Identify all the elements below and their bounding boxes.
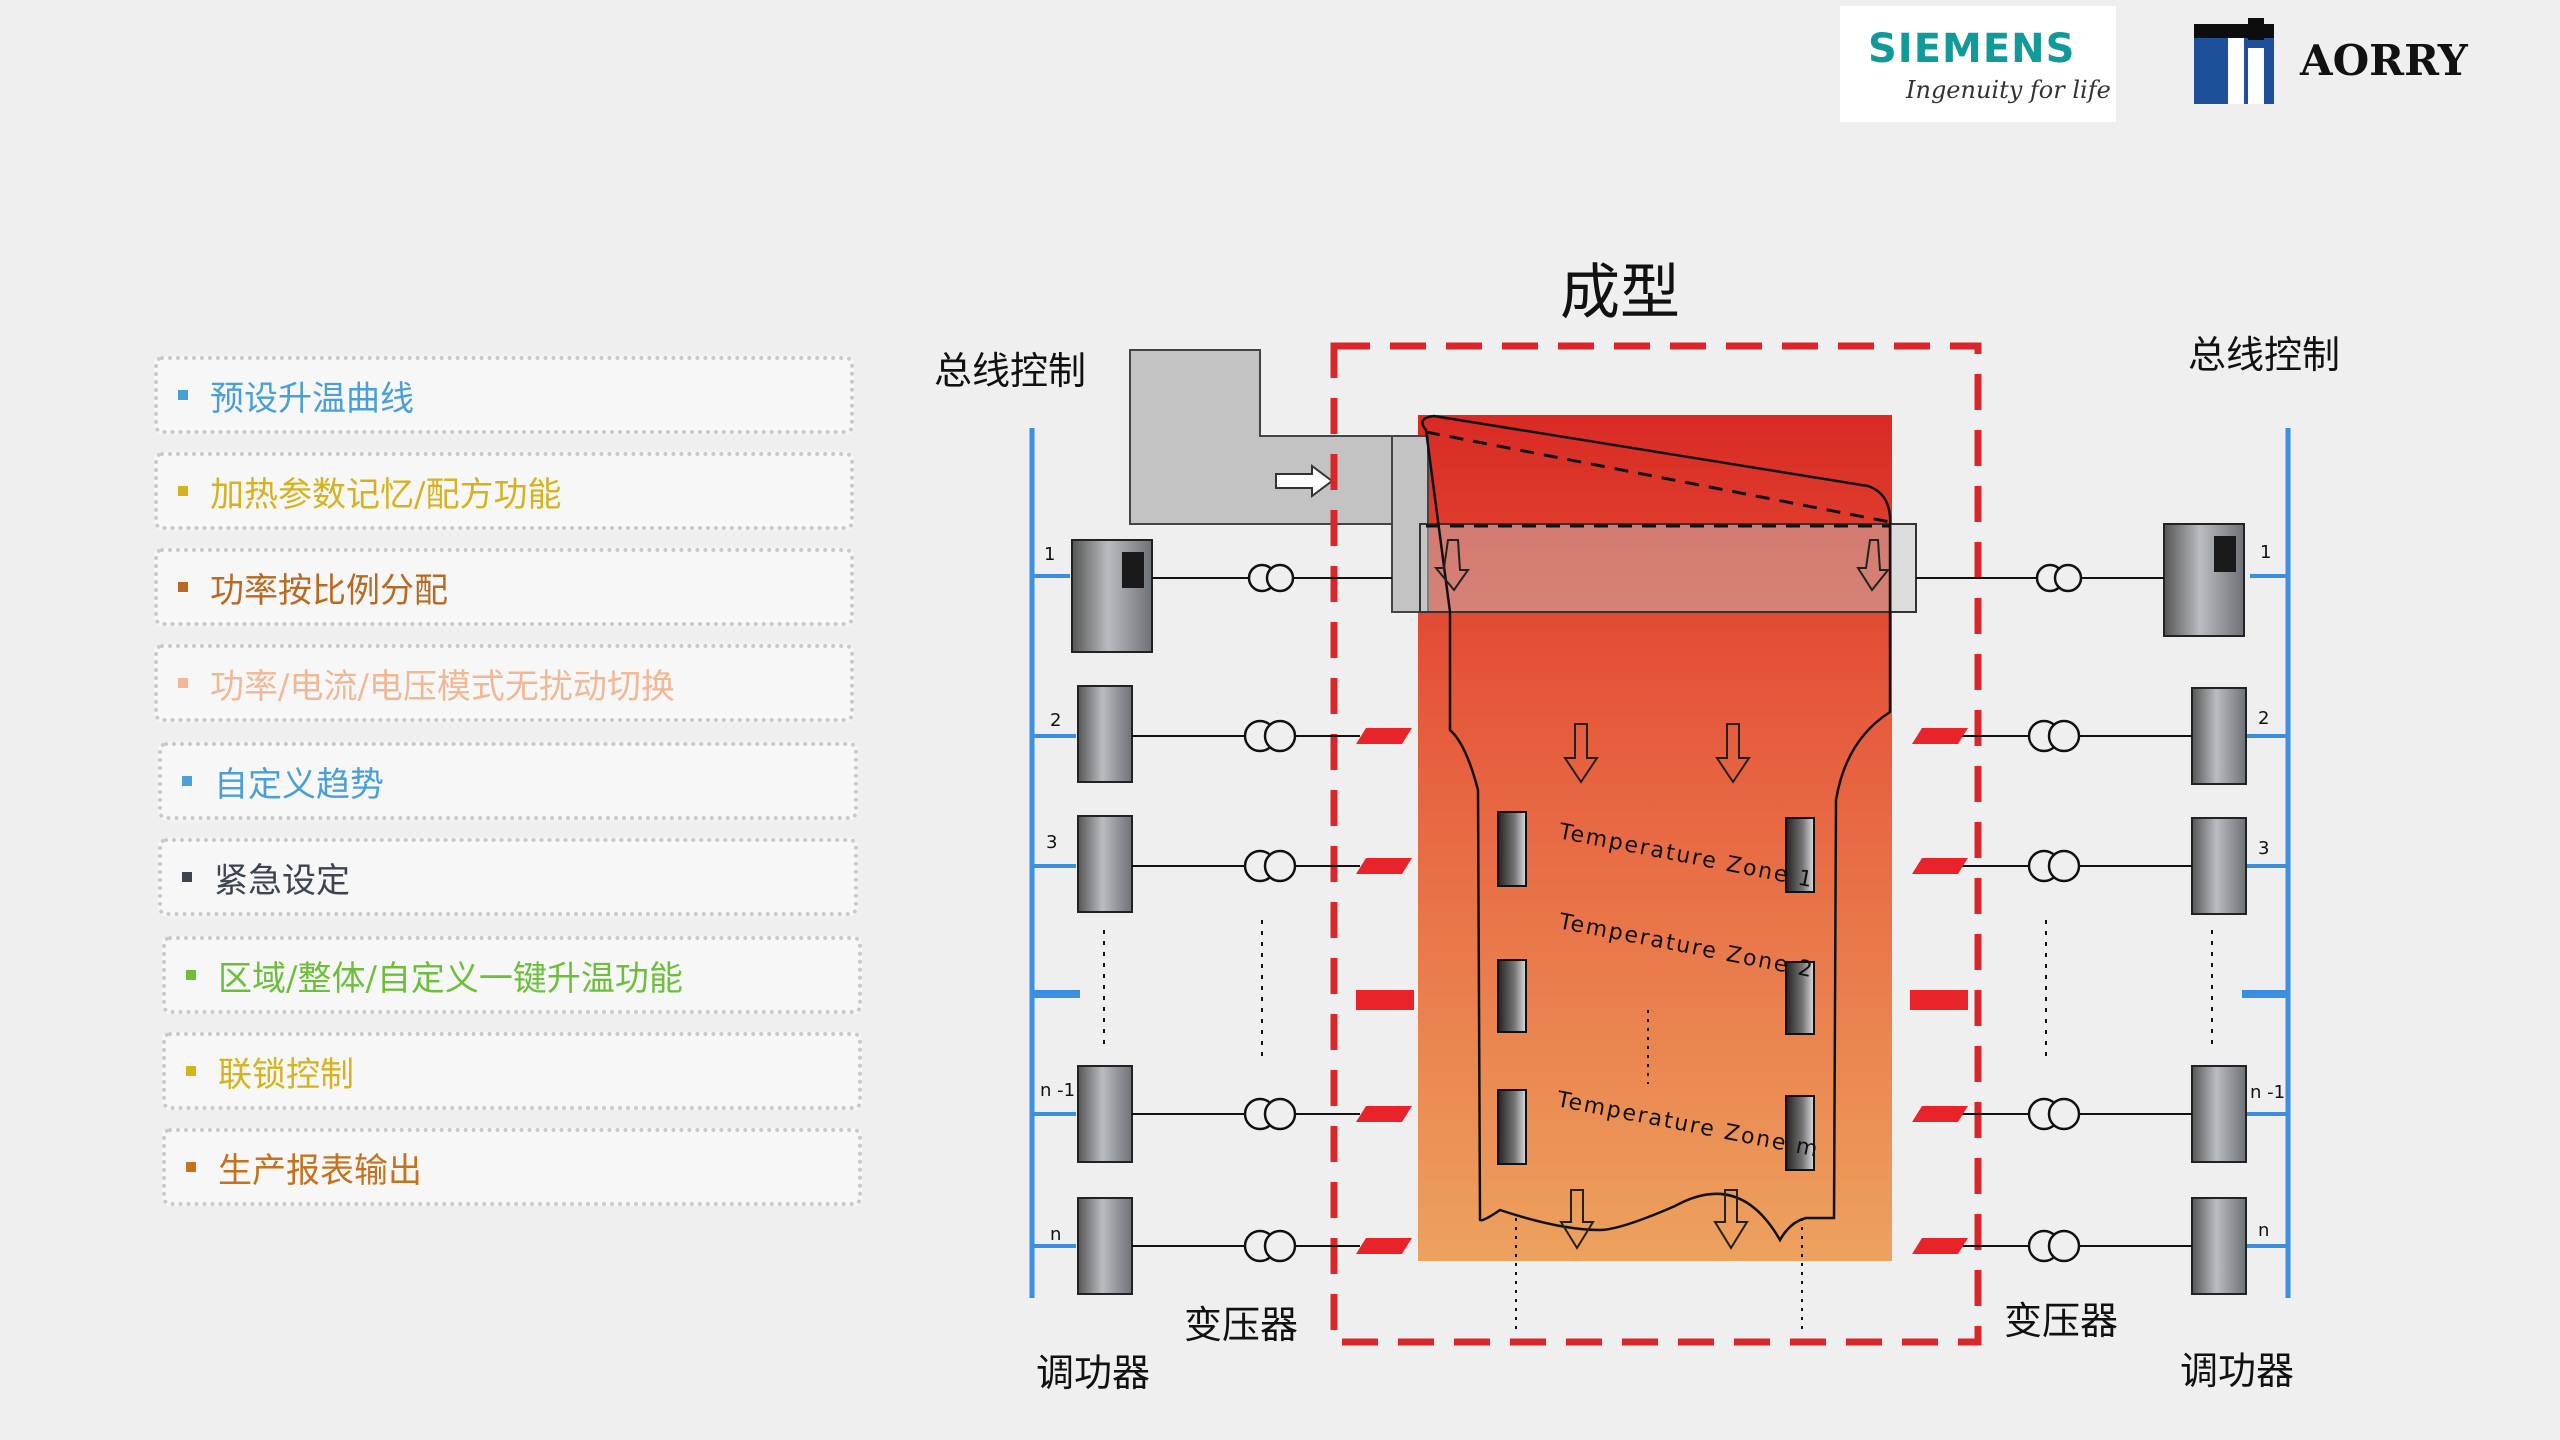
regulator-module (2191, 687, 2247, 785)
dashed-line-top (1425, 430, 1891, 524)
aorry-brand: AORRY (2300, 36, 2468, 85)
bus-control-left-label: 总线控制 (934, 349, 1087, 393)
bullet-icon (178, 678, 188, 688)
feature-item: 加热参数记忆/配方功能 (154, 452, 854, 530)
feature-item: 功率按比例分配 (154, 548, 854, 626)
siemens-logo: SIEMENS Ingenuity for life (1840, 6, 2116, 122)
regulator-module (1077, 815, 1133, 913)
unit-number: 2 (2258, 708, 2269, 729)
bus-control-right-label: 总线控制 (2188, 333, 2341, 377)
feature-item: 区域/整体/自定义一键升温功能 (162, 936, 862, 1014)
bullet-icon (182, 872, 192, 882)
unit-number: 1 (2260, 542, 2271, 563)
unit-number: n (1050, 1224, 1061, 1245)
feature-label: 区域/整体/自定义一键升温功能 (218, 958, 683, 999)
unit-number: 3 (2258, 838, 2269, 859)
feature-item: 生产报表输出 (162, 1128, 862, 1206)
left-channels: 1 2 3 n -1 n (1032, 539, 1414, 1295)
heater-pad (1910, 728, 1968, 1254)
regulator-module (1077, 685, 1133, 783)
heater-element (1785, 817, 1815, 893)
feed-hopper (1129, 349, 1393, 525)
flow-arrow-icon (1715, 723, 1751, 784)
feature-label: 紧急设定 (214, 860, 350, 901)
feature-item: 功率/电流/电压模式无扰动切换 (154, 644, 854, 722)
transformer-icon (1243, 563, 1297, 1263)
feature-label: 功率/电流/电压模式无扰动切换 (210, 666, 675, 707)
feature-item: 联锁控制 (162, 1032, 862, 1110)
transformer-left-label: 变压器 (1184, 1303, 1299, 1347)
heater-element (1497, 811, 1527, 887)
unit-number: n -1 (2250, 1082, 2285, 1103)
glass-ribbon-outline (1421, 414, 1892, 1243)
bullet-icon (178, 390, 188, 400)
right-channels: 1 2 3 n -1 n (1910, 523, 2288, 1295)
aorry-mark-icon (2194, 18, 2274, 104)
feature-label: 预设升温曲线 (210, 378, 414, 419)
bullet-icon (186, 1066, 196, 1076)
flow-arrow-icon (1563, 723, 1599, 784)
diagram-title: 成型 (1560, 258, 1680, 328)
flow-arrow-icon (1433, 539, 1470, 592)
feature-label: 加热参数记忆/配方功能 (210, 474, 562, 515)
flow-arrow-icon (1856, 539, 1891, 592)
heater-pad (1356, 728, 1414, 1254)
heater-element (1785, 1095, 1815, 1171)
heater-element (1785, 961, 1815, 1035)
regulator-left-label: 调功器 (1036, 1351, 1151, 1395)
unit-number: n (2258, 1220, 2269, 1241)
siemens-tagline: Ingenuity for life (1906, 76, 2111, 104)
feature-label: 功率按比例分配 (210, 570, 448, 611)
unit-number: 2 (1050, 710, 1061, 731)
unit-number: 1 (1044, 544, 1055, 565)
feature-item: 紧急设定 (158, 838, 858, 916)
transformer-right-label: 变压器 (2004, 1299, 2119, 1343)
heater-element (1497, 1089, 1527, 1165)
regulator-module (2191, 1065, 2247, 1163)
transformer-icon (2027, 563, 2083, 1263)
aorry-logo: AORRY (2192, 18, 2492, 106)
forming-boundary (1330, 342, 1982, 1346)
heater-element (1497, 959, 1527, 1033)
unit-number: 3 (1046, 832, 1057, 853)
regulator-module (1077, 1065, 1133, 1163)
feature-label: 生产报表输出 (218, 1150, 422, 1191)
siemens-brand: SIEMENS (1868, 26, 2076, 72)
regulator-module (2191, 1197, 2247, 1295)
bullet-icon (186, 970, 196, 980)
feed-arrow-icon (1275, 464, 1334, 498)
roll-housing (1419, 523, 1917, 613)
feature-label: 联锁控制 (218, 1054, 354, 1095)
feature-item: 预设升温曲线 (154, 356, 854, 434)
flow-arrow-icon (1559, 1189, 1595, 1250)
bullet-icon (178, 582, 188, 592)
flow-arrow-icon (1713, 1189, 1749, 1250)
feature-label: 自定义趋势 (214, 764, 384, 805)
regulator-module (2191, 817, 2247, 915)
feature-item: 自定义趋势 (158, 742, 858, 820)
regulator-right-label: 调功器 (2180, 1349, 2295, 1393)
bullet-icon (182, 776, 192, 786)
bullet-icon (178, 486, 188, 496)
regulator-module (1077, 1197, 1133, 1295)
regulator-display (1122, 552, 1144, 588)
bullet-icon (186, 1162, 196, 1172)
unit-number: n -1 (1040, 1080, 1075, 1101)
regulator-display (2214, 536, 2236, 572)
